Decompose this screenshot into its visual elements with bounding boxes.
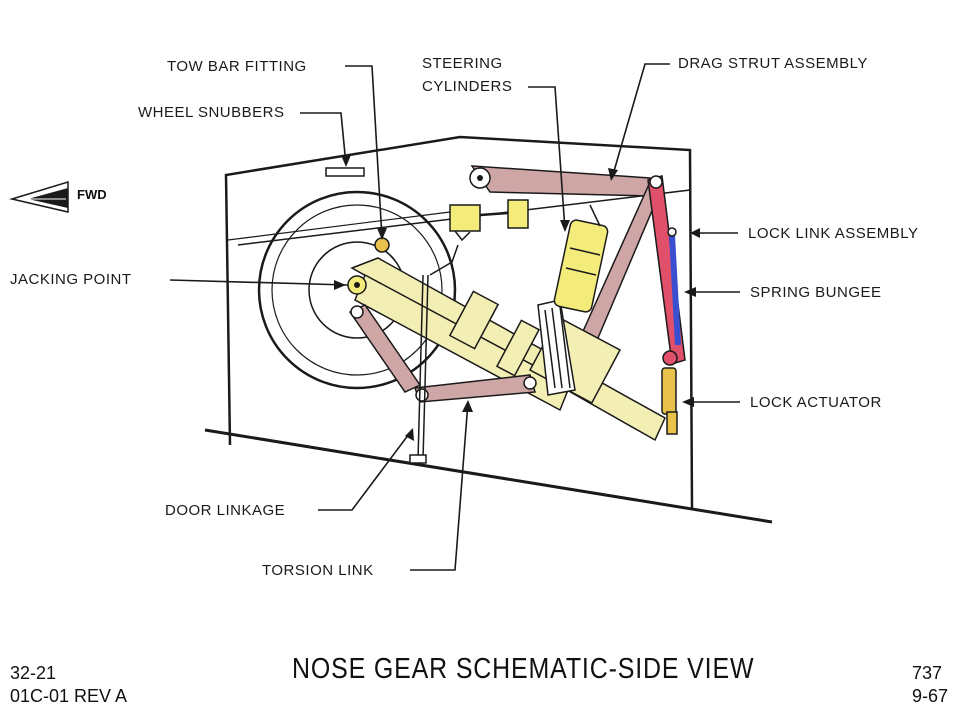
wheel-snubber-plate bbox=[325, 167, 365, 177]
label-lock-actuator: LOCK ACTUATOR bbox=[750, 394, 882, 411]
label-fwd: FWD bbox=[77, 187, 107, 202]
fwd-arrow-icon bbox=[9, 180, 69, 213]
steering-cylinders bbox=[449, 199, 609, 313]
diagram-title: NOSE GEAR SCHEMATIC-SIDE VIEW bbox=[292, 653, 755, 685]
label-spring-bungee: SPRING BUNGEE bbox=[750, 284, 882, 301]
tow-bar-fitting bbox=[374, 237, 390, 253]
leader-lines bbox=[169, 63, 740, 571]
label-door-linkage: DOOR LINKAGE bbox=[165, 502, 286, 519]
label-torsion-link: TORSION LINK bbox=[262, 562, 374, 579]
nose-wheel bbox=[257, 190, 457, 390]
label-steering-cylinders-1: STEERING bbox=[422, 55, 503, 72]
doc-code-line1: 32-21 bbox=[10, 663, 57, 683]
lock-actuator bbox=[661, 367, 678, 435]
spring-bungee bbox=[667, 227, 681, 346]
label-steering-cylinders-2: CYLINDERS bbox=[422, 78, 513, 95]
door-linkage-rod bbox=[409, 244, 459, 464]
aircraft-code: 737 bbox=[912, 663, 943, 683]
label-tow-bar-fitting: TOW BAR FITTING bbox=[167, 58, 307, 75]
label-wheel-snubbers: WHEEL SNUBBERS bbox=[138, 104, 285, 121]
jacking-point bbox=[347, 275, 367, 295]
label-jacking-point: JACKING POINT bbox=[10, 271, 132, 288]
doc-code-line2: 01C-01 REV A bbox=[10, 686, 128, 706]
leader-arrowheads bbox=[334, 155, 700, 441]
main-strut bbox=[350, 257, 666, 442]
date-code: 9-67 bbox=[912, 686, 949, 706]
label-lock-link-assembly: LOCK LINK ASSEMBLY bbox=[748, 225, 919, 242]
label-drag-strut-assembly: DRAG STRUT ASSEMBLY bbox=[678, 55, 868, 72]
